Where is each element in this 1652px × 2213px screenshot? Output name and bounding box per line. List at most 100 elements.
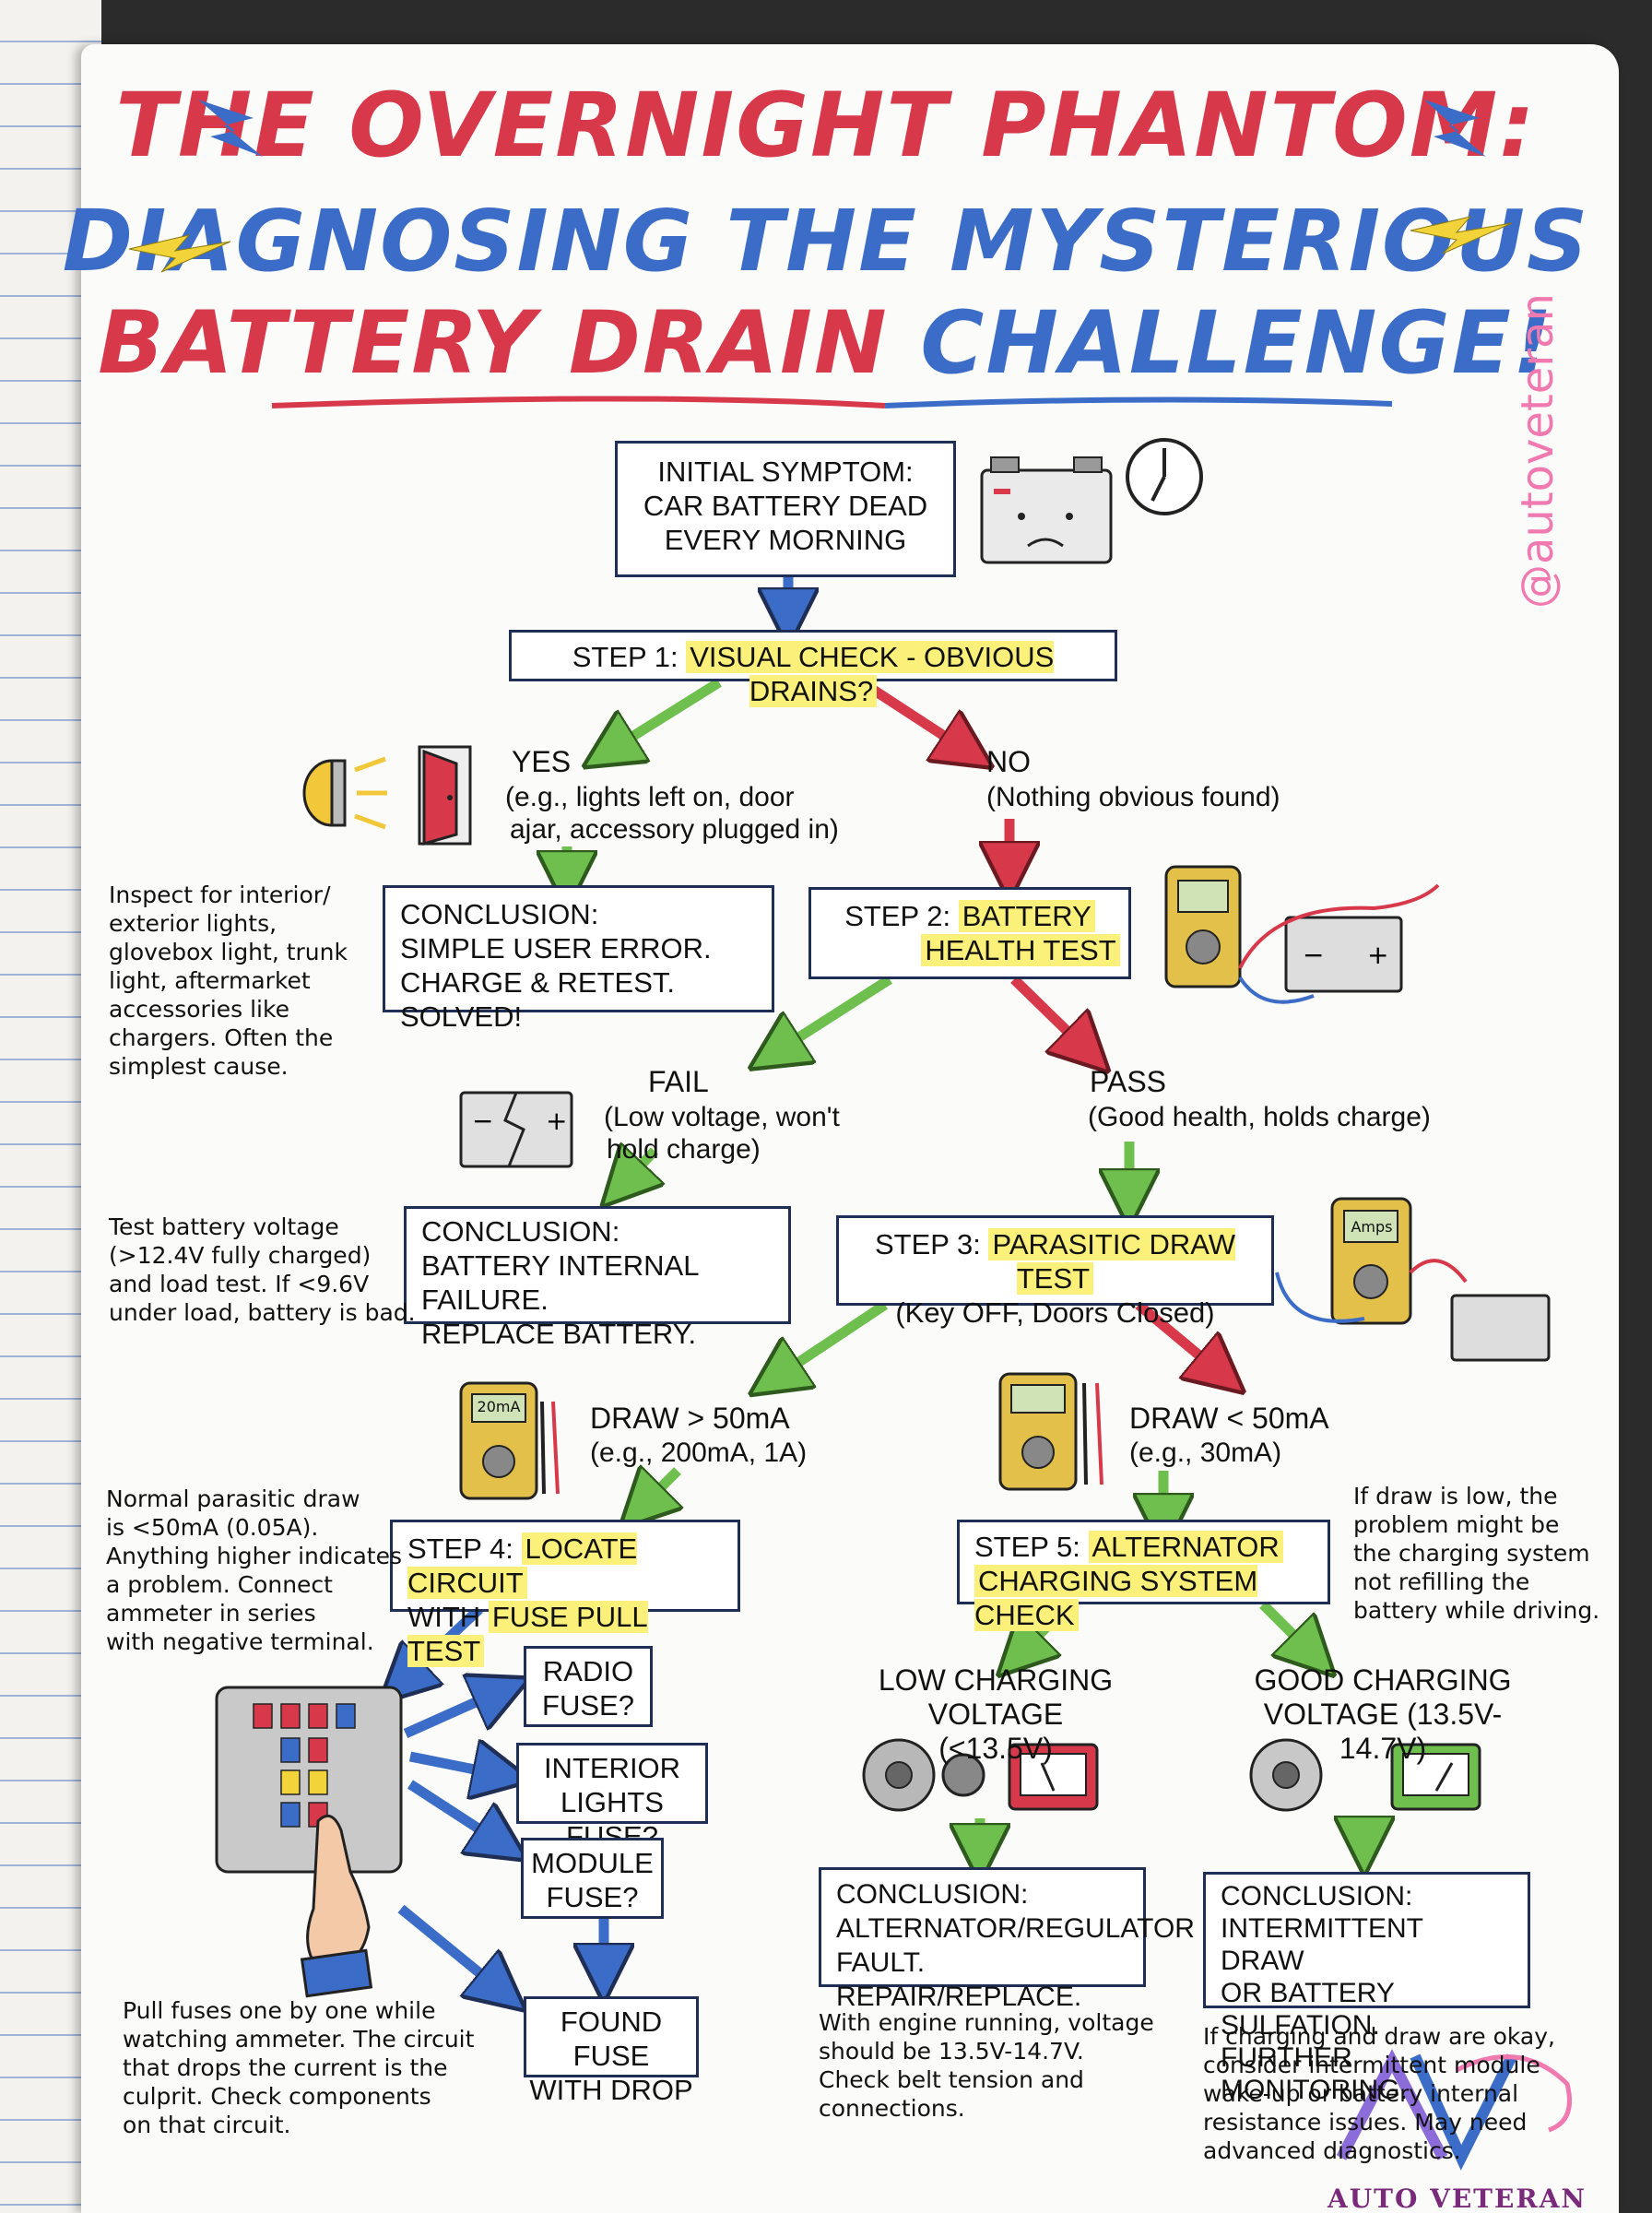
clock-icon	[1126, 438, 1203, 515]
svg-text:−: −	[472, 1106, 493, 1136]
fail-sub-2: hold charge)	[607, 1134, 761, 1165]
auto-veteran-logo	[1336, 2049, 1572, 2171]
draw-high-sub: (e.g., 200mA, 1A)	[590, 1438, 808, 1468]
conclusion-user-line-1: CONCLUSION:	[400, 898, 599, 930]
note-voltage-line: under load, battery is bad.	[109, 1299, 416, 1326]
interior-fuse-line-1: INTERIOR	[543, 1752, 681, 1784]
conclusion-battery-line-3: REPLACE BATTERY.	[421, 1318, 697, 1350]
step5-prefix: STEP 5:	[974, 1531, 1089, 1563]
note-voltage-line: (>12.4V fully charged)	[109, 1242, 372, 1269]
step5-box: STEP 5: ALTERNATOR CHARGING SYSTEM CHECK	[957, 1520, 1330, 1631]
low-charging-line-1: LOW CHARGING	[878, 1663, 1114, 1697]
note-normal-line: a problem. Connect	[106, 1571, 333, 1598]
note-advanced-line: wake-up or battery internal	[1203, 2080, 1519, 2107]
note-inspect-line: simplest cause.	[109, 1053, 289, 1080]
svg-text:+: +	[1367, 940, 1388, 970]
no-sub: (Nothing obvious found)	[986, 782, 1280, 812]
multimeter-icon-20ma	[459, 1381, 560, 1500]
good-charging-line-2: VOLTAGE (13.5V-14.7V)	[1263, 1698, 1503, 1765]
initial-symptom-box: INITIAL SYMPTOM: CAR BATTERY DEAD EVERY …	[615, 441, 956, 577]
social-handle: @autoveteran	[1512, 293, 1564, 609]
note-advanced-line: If charging and draw are okay,	[1203, 2023, 1555, 2050]
step4-box: STEP 4: LOCATE CIRCUIT WITH FUSE PULL TE…	[390, 1520, 740, 1667]
yes-sub-1: (e.g., lights left on, door	[505, 782, 795, 812]
conclusion-alt-line-3: FAULT. REPAIR/REPLACE.	[836, 1947, 1082, 2012]
sad-battery-icon	[980, 456, 1113, 564]
conclusion-user-line-3: CHARGE & RETEST. SOLVED!	[400, 966, 675, 1033]
title-challenge: CHALLENGE!	[920, 293, 1554, 394]
ammeter-icon-step3	[1330, 1197, 1412, 1325]
draw-low-title: DRAW < 50mA	[1129, 1402, 1329, 1435]
conclusion-alternator-box: CONCLUSION: ALTERNATOR/REGULATOR FAULT. …	[819, 1867, 1195, 2012]
note-pull-line: that drops the current is the	[123, 2054, 448, 2081]
found-fuse-box: FOUND FUSE WITH DROP	[524, 1996, 699, 2106]
note-advanced-line: advanced diagnostics.	[1203, 2137, 1461, 2164]
note-low-draw-line: the charging system	[1353, 1540, 1590, 1567]
conclusion-int-line-4: FURTHER MONITORING.	[1221, 2042, 1408, 2105]
conclusion-int-line-1: CONCLUSION:	[1221, 1881, 1413, 1911]
conclusion-alt-line-1: CONCLUSION:	[836, 1879, 1029, 1910]
conclusion-user-error-box: CONCLUSION: SIMPLE USER ERROR. CHARGE & …	[383, 885, 774, 1033]
note-pull-fuses: Pull fuses one by one while watching amm…	[123, 1996, 474, 2139]
step3-highlight: PARASITIC DRAW TEST	[988, 1228, 1235, 1295]
voltage-gauge-icon-red	[1008, 1743, 1099, 1811]
svg-text:−: −	[1303, 940, 1324, 970]
interior-lights-fuse-box: INTERIOR LIGHTS FUSE?	[516, 1743, 708, 1852]
headlight-icon	[302, 756, 387, 830]
yes-title: YES	[512, 745, 572, 778]
step2-highlight-1: BATTERY	[958, 900, 1095, 932]
brand-name: AUTO VETERAN	[1328, 2183, 1587, 2213]
note-pull-line: watching ammeter. The circuit	[123, 2026, 475, 2053]
found-fuse-line-1: FOUND FUSE	[560, 2006, 663, 2072]
svg-text:+: +	[546, 1106, 567, 1136]
note-normal-line: ammeter in series	[106, 1600, 316, 1627]
draw-high-title: DRAW > 50mA	[590, 1402, 790, 1435]
step2-highlight-2: HEALTH TEST	[921, 934, 1120, 966]
note-voltage: Test battery voltage (>12.4V fully charg…	[109, 1213, 416, 1327]
module-fuse-line-2: FUSE?	[546, 1881, 639, 1913]
title-battery-drain: BATTERY DRAIN	[98, 293, 889, 394]
good-charging-line-1: GOOD CHARGING	[1254, 1663, 1512, 1697]
meter-label-20ma: 20mA	[477, 1398, 521, 1415]
radio-fuse-line-1: RADIO	[542, 1655, 634, 1687]
title-line-3: BATTERY DRAIN CHALLENGE!	[0, 293, 1652, 394]
step2-box: STEP 2: BATTERY HEALTH TEST	[808, 887, 1131, 979]
note-normal-line: Normal parasitic draw	[106, 1485, 360, 1512]
alternator-icon-good	[1249, 1738, 1323, 1812]
title-line-1: THE OVERNIGHT PHANTOM:	[115, 74, 1537, 177]
note-advanced: If charging and draw are okay, consider …	[1203, 2022, 1555, 2165]
lightning-icon-left-2	[128, 234, 231, 273]
radio-fuse-line-2: FUSE?	[542, 1689, 634, 1722]
note-voltage-line: Test battery voltage	[109, 1213, 339, 1240]
note-low-draw-line: not refilling the	[1353, 1568, 1530, 1595]
conclusion-user-line-2: SIMPLE USER ERROR.	[400, 932, 712, 964]
yes-sub-2: ajar, accessory plugged in)	[510, 814, 839, 845]
note-inspect-line: accessories like	[109, 996, 289, 1023]
note-pull-line: Pull fuses one by one while	[123, 1997, 436, 2024]
voltage-gauge-icon-green	[1390, 1743, 1481, 1811]
alternator-icon-low	[862, 1738, 985, 1812]
note-inspect-line: exterior lights,	[109, 910, 277, 937]
note-inspect-line: light, aftermarket	[109, 967, 311, 994]
pass-sub: (Good health, holds charge)	[1088, 1102, 1431, 1132]
hand-pulling-fuse-icon	[300, 1814, 373, 1998]
conclusion-int-line-3: OR BATTERY SULFATION.	[1221, 1978, 1395, 2041]
battery-icon-step3	[1275, 1259, 1551, 1362]
step4-with: WITH	[407, 1601, 489, 1633]
conclusion-battery-line-1: CONCLUSION:	[421, 1215, 620, 1248]
conclusion-alt-line-2: ALTERNATOR/REGULATOR	[836, 1913, 1195, 1944]
symptom-line-1: INITIAL SYMPTOM:	[657, 456, 914, 488]
note-inspect-line: Inspect for interior/	[109, 882, 331, 908]
note-advanced-line: consider intermittent module	[1203, 2052, 1540, 2078]
note-normal-line: is <50mA (0.05A).	[106, 1514, 319, 1541]
meter-label-amps: Amps	[1351, 1218, 1393, 1236]
note-voltage-line: and load test. If <9.6V	[109, 1271, 370, 1297]
note-advanced-line: resistance issues. May need	[1203, 2109, 1528, 2136]
note-low-draw-line: problem might be	[1353, 1511, 1560, 1538]
step3-prefix: STEP 3:	[874, 1228, 989, 1260]
door-ajar-icon	[418, 745, 472, 846]
no-title: NO	[986, 745, 1031, 778]
step3-sub: (Key OFF, Doors Closed)	[895, 1296, 1215, 1329]
